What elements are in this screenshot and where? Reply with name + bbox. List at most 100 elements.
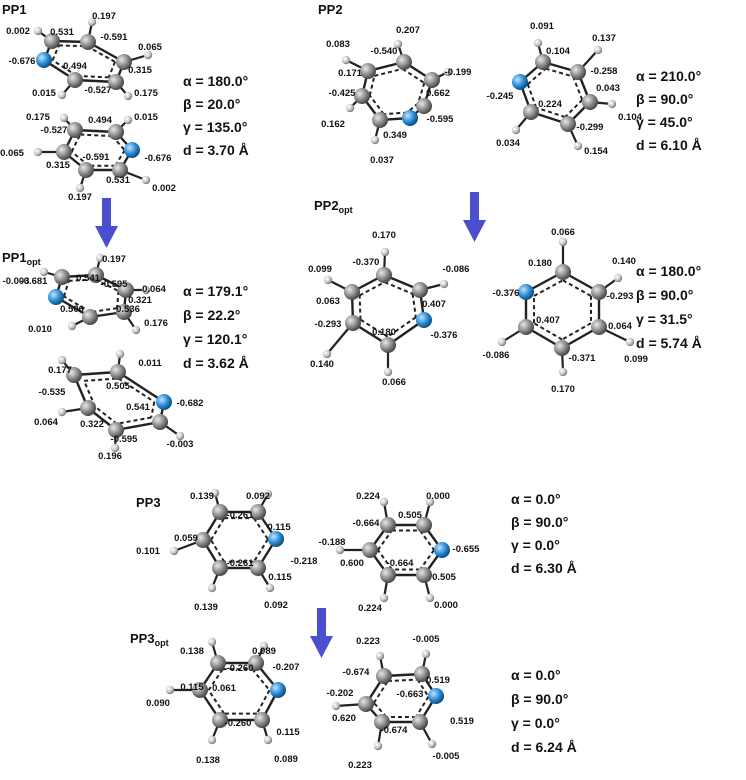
carbon-atom: [591, 284, 607, 300]
charge-label: 0.162: [321, 119, 345, 130]
carbon-atom: [554, 340, 570, 356]
charge-label: 0.321: [128, 295, 152, 306]
bond-aromatic: [533, 279, 564, 297]
bond-aromatic: [63, 295, 92, 313]
carbon-atom: [118, 282, 134, 298]
pp1opt-beta: β = 22.2°: [183, 307, 240, 323]
carbon-atom: [582, 94, 598, 110]
nitrogen-atom: [124, 142, 140, 158]
charge-label: -0.005: [413, 634, 441, 645]
bond-aromatic: [116, 290, 120, 309]
hydrogen-atom: [67, 321, 77, 331]
carbon-atom: [374, 714, 390, 730]
charge-label: 0.065: [0, 148, 24, 159]
bond-aromatic: [86, 45, 116, 63]
charge-label: -0.595: [111, 434, 139, 445]
charge-label: 0.197: [102, 254, 126, 265]
charge-label: 0.000: [434, 600, 458, 611]
charge-label: -0.370: [353, 257, 380, 268]
charge-label: -0.591: [83, 152, 111, 163]
hydrogen-atom: [323, 275, 333, 285]
panel-pp1: PP1 -0.6760.531-0.5910.315-0.5270.4940.0…: [0, 2, 249, 203]
charge-label: 0.322: [80, 419, 104, 430]
charge-label: 0.505: [398, 510, 422, 521]
carbon-atom: [210, 655, 226, 671]
hydrogen-atom: [393, 39, 403, 49]
hydrogen-atom: [123, 91, 133, 101]
bond-ring: [117, 370, 165, 404]
charge-label: -0.376: [493, 288, 520, 299]
charge-label: 0.010: [28, 324, 52, 335]
hydrogen-atom: [143, 50, 153, 60]
charge-label: 0.092: [246, 491, 270, 502]
charge-label: -0.681: [21, 276, 49, 287]
charge-label: 0.177: [48, 365, 72, 376]
charge-label: 0.089: [252, 646, 276, 657]
charge-label: 0.620: [332, 713, 356, 724]
hydrogen-atom: [379, 593, 389, 603]
carbon-atom: [82, 309, 98, 325]
carbon-atom: [54, 269, 70, 285]
charge-label: 0.175: [26, 112, 50, 123]
bond-aromatic: [52, 59, 78, 77]
bond-aromatic: [116, 416, 152, 425]
charge-label: 0.349: [383, 130, 407, 141]
carbon-atom: [44, 33, 60, 49]
carbon-atom: [108, 124, 124, 140]
charge-label: 0.015: [134, 112, 158, 123]
pp1opt-alpha: α = 179.1°: [183, 283, 248, 299]
nitrogen-atom: [434, 542, 450, 558]
pp3opt-alpha: α = 0.0°: [511, 667, 561, 683]
bond-aromatic: [419, 529, 435, 551]
bond-aromatic: [401, 68, 425, 84]
charge-label: 0.090: [146, 698, 170, 709]
charge-label: -0.425: [329, 88, 357, 99]
nitrogen-atom: [270, 682, 286, 698]
panel-title-pp1opt: PP1opt: [2, 250, 41, 267]
hydrogen-atom: [322, 349, 332, 359]
carbon-atom: [250, 560, 266, 576]
carbon-atom: [67, 72, 83, 88]
charge-label: 0.140: [310, 359, 334, 370]
pp2-gamma: γ = 45.0°: [636, 114, 693, 130]
carbon-atom: [116, 304, 132, 320]
bond-aromatic: [564, 99, 584, 118]
hydrogen-atom: [259, 641, 269, 651]
panel-title-pp3: PP3: [136, 495, 161, 510]
charge-label: -0.261: [227, 558, 255, 569]
charge-label: 0.034: [496, 138, 520, 149]
charge-label: 0.176: [144, 318, 168, 329]
carbon-atom: [555, 264, 571, 280]
carbon-atom: [212, 560, 228, 576]
carbon-atom: [345, 315, 361, 331]
pp1-distance: d = 3.70 Å: [183, 142, 249, 158]
charge-label: -0.086: [443, 264, 470, 275]
hydrogen-atom: [75, 183, 85, 193]
bond-aromatic: [107, 61, 116, 78]
charge-label: -0.261: [227, 510, 255, 521]
bond-aromatic: [562, 279, 592, 297]
pp2opt-beta: β = 90.0°: [636, 287, 693, 303]
carbon-atom: [570, 64, 586, 80]
hydrogen-atom: [33, 147, 43, 157]
pp1-gamma: γ = 135.0°: [183, 119, 247, 135]
charge-label: 0.063: [316, 296, 340, 307]
charge-label: 0.207: [396, 25, 420, 36]
charge-label: -0.682: [177, 398, 204, 409]
bond-aromatic: [51, 45, 60, 61]
carbon-atom: [518, 319, 534, 335]
charge-label: -0.595: [427, 114, 455, 125]
hydrogen-atom: [573, 141, 583, 151]
pp2opt-distance: d = 5.74 Å: [636, 335, 702, 351]
hydrogen-atom: [123, 115, 133, 125]
hydrogen-atom: [331, 701, 341, 711]
arrow-pp3: [310, 608, 333, 658]
hydrogen-atom: [533, 38, 543, 48]
charge-label: 0.138: [180, 646, 204, 657]
carbon-atom: [523, 104, 539, 120]
hydrogen-atom: [370, 135, 380, 145]
charge-label: 0.137: [592, 33, 616, 44]
hydrogen-atom: [33, 26, 43, 36]
bond-aromatic: [572, 76, 584, 101]
